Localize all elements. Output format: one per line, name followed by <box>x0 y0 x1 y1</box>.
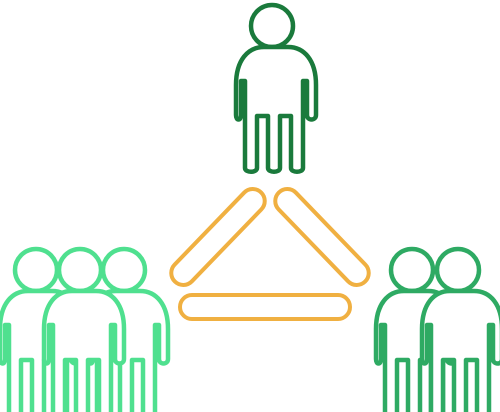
triangle-right-bar <box>273 187 371 287</box>
triangle-base-bar <box>178 293 352 321</box>
left-group-icon <box>0 249 168 412</box>
triangle-left-bar <box>169 187 267 287</box>
triangle-icon <box>169 187 371 321</box>
top-person-icon <box>236 5 316 172</box>
right-group-icon <box>376 249 500 412</box>
